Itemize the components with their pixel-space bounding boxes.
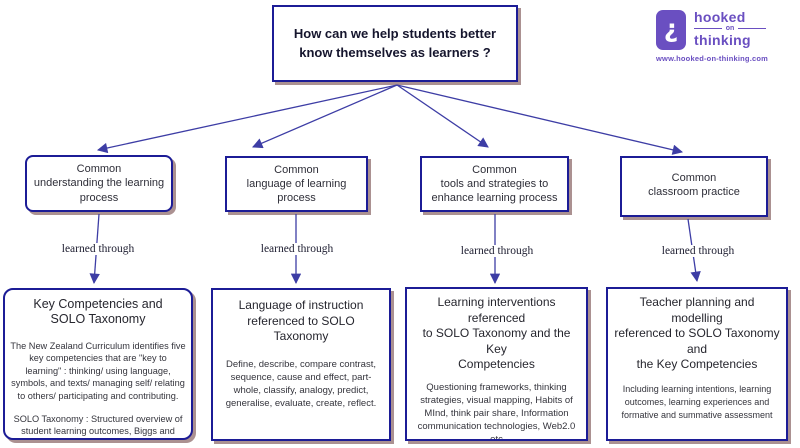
detail-paragraph: Including learning intentions, learning …: [621, 383, 773, 420]
branch-box-language: Common language of learning process: [225, 156, 368, 212]
arrow-root-to-branch-3: [396, 84, 489, 148]
logo-word-thinking: thinking: [694, 32, 751, 48]
detail-paragraph: Questioning frameworks, thinking strateg…: [417, 381, 576, 441]
hook-glyph: ¿: [663, 13, 679, 43]
detail-paragraph: Define, describe, compare contrast, sequ…: [225, 358, 377, 409]
detail-title: Language of instruction referenced to SO…: [238, 298, 364, 344]
hook-icon: ¿: [656, 10, 686, 50]
logo-word-on: on: [725, 25, 735, 32]
learned-through-label-4: learned through: [658, 245, 738, 257]
branch-heading: Common classroom practice: [648, 172, 740, 199]
detail-box-learning-interventions: Learning interventions referenced to SOL…: [405, 287, 588, 441]
branch-heading: Common language of learning process: [246, 163, 347, 205]
arrow-root-to-branch-2: [252, 84, 398, 149]
detail-paragraph: The New Zealand Curriculum identifies fi…: [10, 341, 186, 401]
detail-box-teacher-planning: Teacher planning and modelling reference…: [606, 287, 788, 441]
logo-url: www.hooked-on-thinking.com: [656, 54, 768, 63]
detail-paragraph: SOLO Taxonomy : Structured overview of s…: [13, 414, 183, 437]
learned-through-label-1: learned through: [58, 243, 138, 255]
logo-dash-right: [738, 28, 766, 29]
root-question-box: How can we help students better know the…: [272, 5, 518, 82]
branch-box-classroom-practice: Common classroom practice: [620, 156, 768, 217]
detail-title: Learning interventions referenced to SOL…: [422, 295, 571, 372]
learned-through-label-3: learned through: [457, 245, 537, 257]
hooked-on-thinking-logo: ¿ hooked on thinking www.hooked-on-think…: [656, 10, 796, 63]
arrow-root-to-branch-1: [96, 84, 398, 154]
learned-through-label-2: learned through: [257, 243, 337, 255]
logo-word-on-row: on: [694, 25, 766, 32]
detail-title: Key Competencies and SOLO Taxonomy: [33, 297, 163, 326]
arrow-root-to-branch-4: [396, 84, 684, 155]
branch-box-tools-strategies: Common tools and strategies to enhance l…: [420, 156, 569, 212]
detail-box-language-of-instruction: Language of instruction referenced to SO…: [211, 288, 391, 441]
root-question-text: How can we help students better know the…: [293, 25, 497, 60]
detail-box-key-competencies: Key Competencies and SOLO Taxonomy The N…: [3, 288, 193, 440]
clipped-text: ...: [492, 432, 501, 441]
logo-word-hooked: hooked: [694, 9, 746, 25]
logo-dash-left: [694, 28, 722, 29]
branch-box-understanding: Common understanding the learning proces…: [25, 155, 173, 212]
detail-title: Teacher planning and modelling reference…: [614, 295, 780, 372]
branch-heading: Common tools and strategies to enhance l…: [431, 163, 558, 205]
branch-heading: Common understanding the learning proces…: [33, 163, 165, 204]
